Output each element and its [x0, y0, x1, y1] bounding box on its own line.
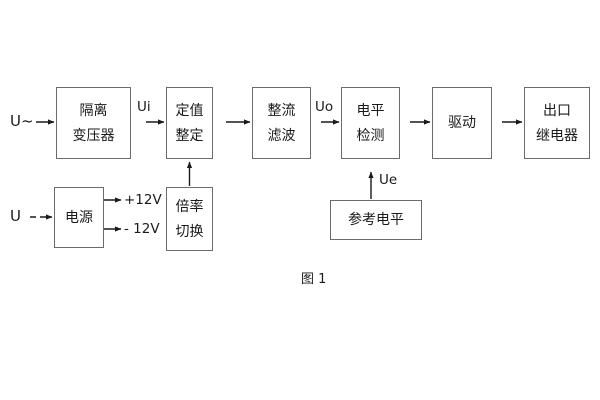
block-rectify-filter-line1: 整流	[267, 102, 296, 119]
block-drive[interactable]: 驱动	[432, 87, 492, 159]
block-power-supply-line1: 电源	[65, 209, 93, 226]
block-isolation-transformer[interactable]: 隔离 变压器	[56, 87, 131, 159]
block-setting-value[interactable]: 定值 整定	[166, 87, 213, 159]
block-level-detection-line2: 检测	[356, 127, 385, 144]
block-reference-level-line1: 参考电平	[348, 212, 404, 228]
block-reference-level[interactable]: 参考电平	[330, 200, 422, 240]
block-drive-line1: 驱动	[448, 115, 476, 131]
input-label-dc: U	[10, 207, 21, 225]
block-setting-value-line2: 整定	[175, 127, 204, 144]
block-power-supply[interactable]: 电源	[54, 187, 104, 248]
signal-label-uo: Uo	[315, 99, 334, 115]
block-output-relay-line1: 出口	[543, 102, 571, 119]
block-output-relay-line2: 继电器	[536, 127, 578, 144]
block-multiplier-switch-line2: 切换	[175, 223, 204, 240]
voltage-label-negative: - 12V	[124, 221, 160, 237]
block-multiplier-switch-line1: 倍率	[175, 198, 204, 215]
block-isolation-transformer-line2: 变压器	[72, 127, 115, 144]
block-setting-value-line1: 定值	[175, 102, 204, 119]
block-rectify-filter-line2: 滤波	[267, 127, 296, 144]
block-level-detection[interactable]: 电平 检测	[341, 87, 400, 159]
block-rectify-filter[interactable]: 整流 滤波	[252, 87, 311, 159]
signal-label-ue: Ue	[379, 172, 398, 188]
block-multiplier-switch[interactable]: 倍率 切换	[166, 187, 213, 251]
voltage-label-positive: +12V	[124, 192, 162, 208]
block-level-detection-line1: 电平	[356, 102, 385, 119]
signal-label-ui: Ui	[137, 99, 151, 115]
figure-caption: 图 1	[301, 272, 327, 287]
block-isolation-transformer-line1: 隔离	[79, 102, 108, 119]
block-output-relay[interactable]: 出口 继电器	[524, 87, 590, 159]
input-label-ac: U~	[10, 112, 34, 130]
